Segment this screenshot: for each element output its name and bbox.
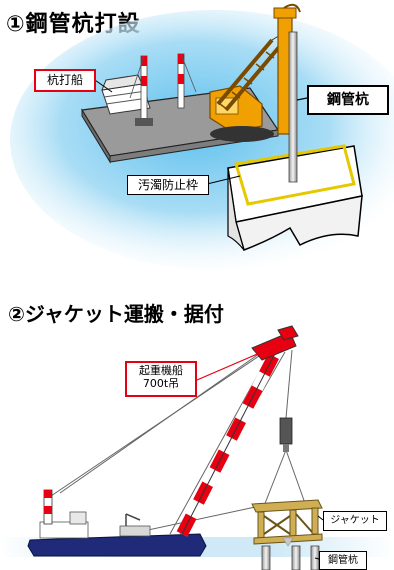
label-crane-ship-line1: 起重機船 <box>139 364 183 377</box>
label-steel-pile-1: 鋼管杭 <box>307 85 389 115</box>
label-jacket: ジャケット <box>323 511 387 531</box>
callout-line-steel-pile-2 <box>314 557 320 560</box>
label-crane-ship: 起重機船 700t吊 <box>125 361 197 397</box>
section2-title: ②ジャケット運搬・据付 <box>8 302 224 326</box>
callout-line-crane-ship <box>196 351 263 381</box>
crane-boom <box>176 325 299 537</box>
steel-pile-1 <box>288 31 298 183</box>
pile-leader <box>273 3 301 135</box>
callout-line-fence <box>206 175 241 185</box>
label-pile-driving-barge: 杭打船 <box>34 69 96 92</box>
concrete-block <box>227 145 363 251</box>
label-crane-ship-line2: 700t吊 <box>142 376 180 390</box>
label-turbidity-fence: 汚濁防止枠 <box>127 175 209 195</box>
jacket-structure <box>251 499 323 545</box>
turbidity-fence <box>234 144 356 206</box>
callout-line-steel-pile-1 <box>296 97 308 101</box>
crawler-crane <box>209 33 283 142</box>
down-arrow-icon <box>282 537 294 547</box>
crane-ship <box>27 489 207 557</box>
callout-line-jacket <box>317 515 324 521</box>
label-steel-pile-2: 鋼管杭 <box>319 551 367 570</box>
hook-block <box>279 417 293 452</box>
